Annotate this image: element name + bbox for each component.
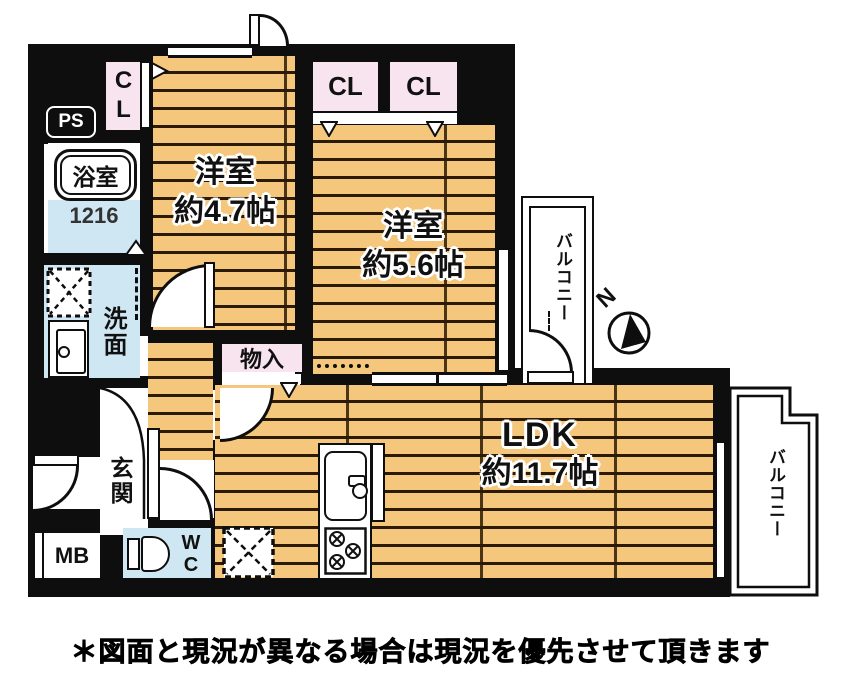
- toilet-tank-icon: [127, 538, 140, 570]
- wc-label: WC: [180, 532, 202, 576]
- ldk-balcony-window: [714, 443, 727, 577]
- balcony1-inner: [529, 206, 586, 383]
- entrance-label: 玄関: [107, 456, 133, 506]
- western1-door-leaf: [204, 262, 215, 328]
- western1-top-window: [168, 45, 252, 58]
- bath-label-box: 浴室: [60, 155, 131, 195]
- opening-dotted-line: [317, 364, 369, 368]
- wall-storage-top: [206, 330, 305, 344]
- closet-1-door: [141, 62, 150, 128]
- slider-mullion: [436, 375, 439, 383]
- wall-entrance-left: [28, 378, 100, 457]
- floor-ldk: [215, 385, 713, 578]
- kitchen-counter-return: [371, 443, 385, 522]
- storage-label: 物入: [239, 347, 284, 372]
- wall-bath-right: [140, 126, 153, 336]
- faucet-icon: [352, 483, 368, 499]
- entry-door-swing: [33, 466, 79, 512]
- closet-2: CL: [313, 62, 378, 111]
- closet-1: CL: [106, 62, 140, 130]
- balcony2-outline: [728, 386, 819, 597]
- storage-hanger-icon: [280, 382, 298, 398]
- disclaimer-text: ＊図面と現況が異なる場合は現況を優先させて頂きます: [70, 637, 771, 668]
- closet-2-hanger-icon: [320, 121, 338, 137]
- closet-shelf: [313, 113, 457, 124]
- vanity-unit: [48, 320, 89, 378]
- western2-size: 約5.6帖: [362, 249, 464, 282]
- closet-3-hanger-icon: [426, 121, 444, 137]
- toilet-bowl-icon: [141, 536, 170, 572]
- wall-mb-wc: [100, 533, 123, 578]
- closet-2-label: CL: [328, 71, 363, 101]
- entry-door-leaf: [33, 454, 79, 466]
- closet-3: CL: [390, 62, 457, 111]
- bath-door-icon: [124, 239, 148, 256]
- western1-name: 洋室: [195, 156, 255, 189]
- closet-1-label: CL: [110, 67, 137, 125]
- storage-shelf: [225, 374, 301, 384]
- vanity-basin: [56, 329, 86, 374]
- pipe-space-label: PS: [58, 111, 84, 132]
- closet-3-label: CL: [406, 71, 441, 101]
- top-door-swing: [260, 14, 289, 46]
- stove-icon: [324, 527, 367, 575]
- bath-size: 1216: [69, 203, 119, 228]
- floor-western2: [313, 125, 495, 374]
- entrance-step-curve: [99, 386, 146, 519]
- ldk-name: LDK: [502, 416, 578, 454]
- pipe-space: PS: [46, 106, 96, 138]
- balcony1-label: バルコニー: [553, 232, 572, 322]
- washroom-door-dashed: [135, 268, 138, 320]
- compass-icon: [607, 311, 651, 355]
- meter-box-label: MB: [54, 543, 90, 568]
- washer-space-icon: [46, 267, 92, 318]
- fridge-space-icon: [222, 526, 275, 579]
- top-door-leaf: [249, 14, 260, 46]
- balcony1-door-leaf: [527, 371, 574, 384]
- bathtub: 浴室: [54, 149, 137, 201]
- vanity-drain-icon: [58, 346, 70, 358]
- ldk-size: 約11.7帖: [481, 457, 599, 490]
- washroom-label: 洗面: [99, 306, 126, 358]
- bath-label: 浴室: [72, 164, 119, 190]
- closet-1-arrow-icon: [151, 62, 169, 80]
- western2-name: 洋室: [383, 210, 443, 243]
- western2-ldk-slider: [372, 372, 507, 386]
- storage: 物入: [222, 344, 302, 372]
- western2-balcony-window: [496, 250, 511, 370]
- wall-bath-washroom: [44, 253, 140, 265]
- hall-door-leaf: [147, 428, 160, 519]
- western1-size: 約4.7帖: [174, 195, 276, 228]
- balcony1-door-dash: [548, 311, 550, 331]
- floor-bath: [48, 200, 140, 253]
- mb-side-strip: [35, 533, 42, 578]
- wall-room-divider: [295, 44, 313, 374]
- floor-entrance: [100, 388, 148, 535]
- balcony2-label: バルコニー: [766, 448, 785, 538]
- wall-bottom: [28, 578, 730, 597]
- floor-mb: [44, 533, 100, 578]
